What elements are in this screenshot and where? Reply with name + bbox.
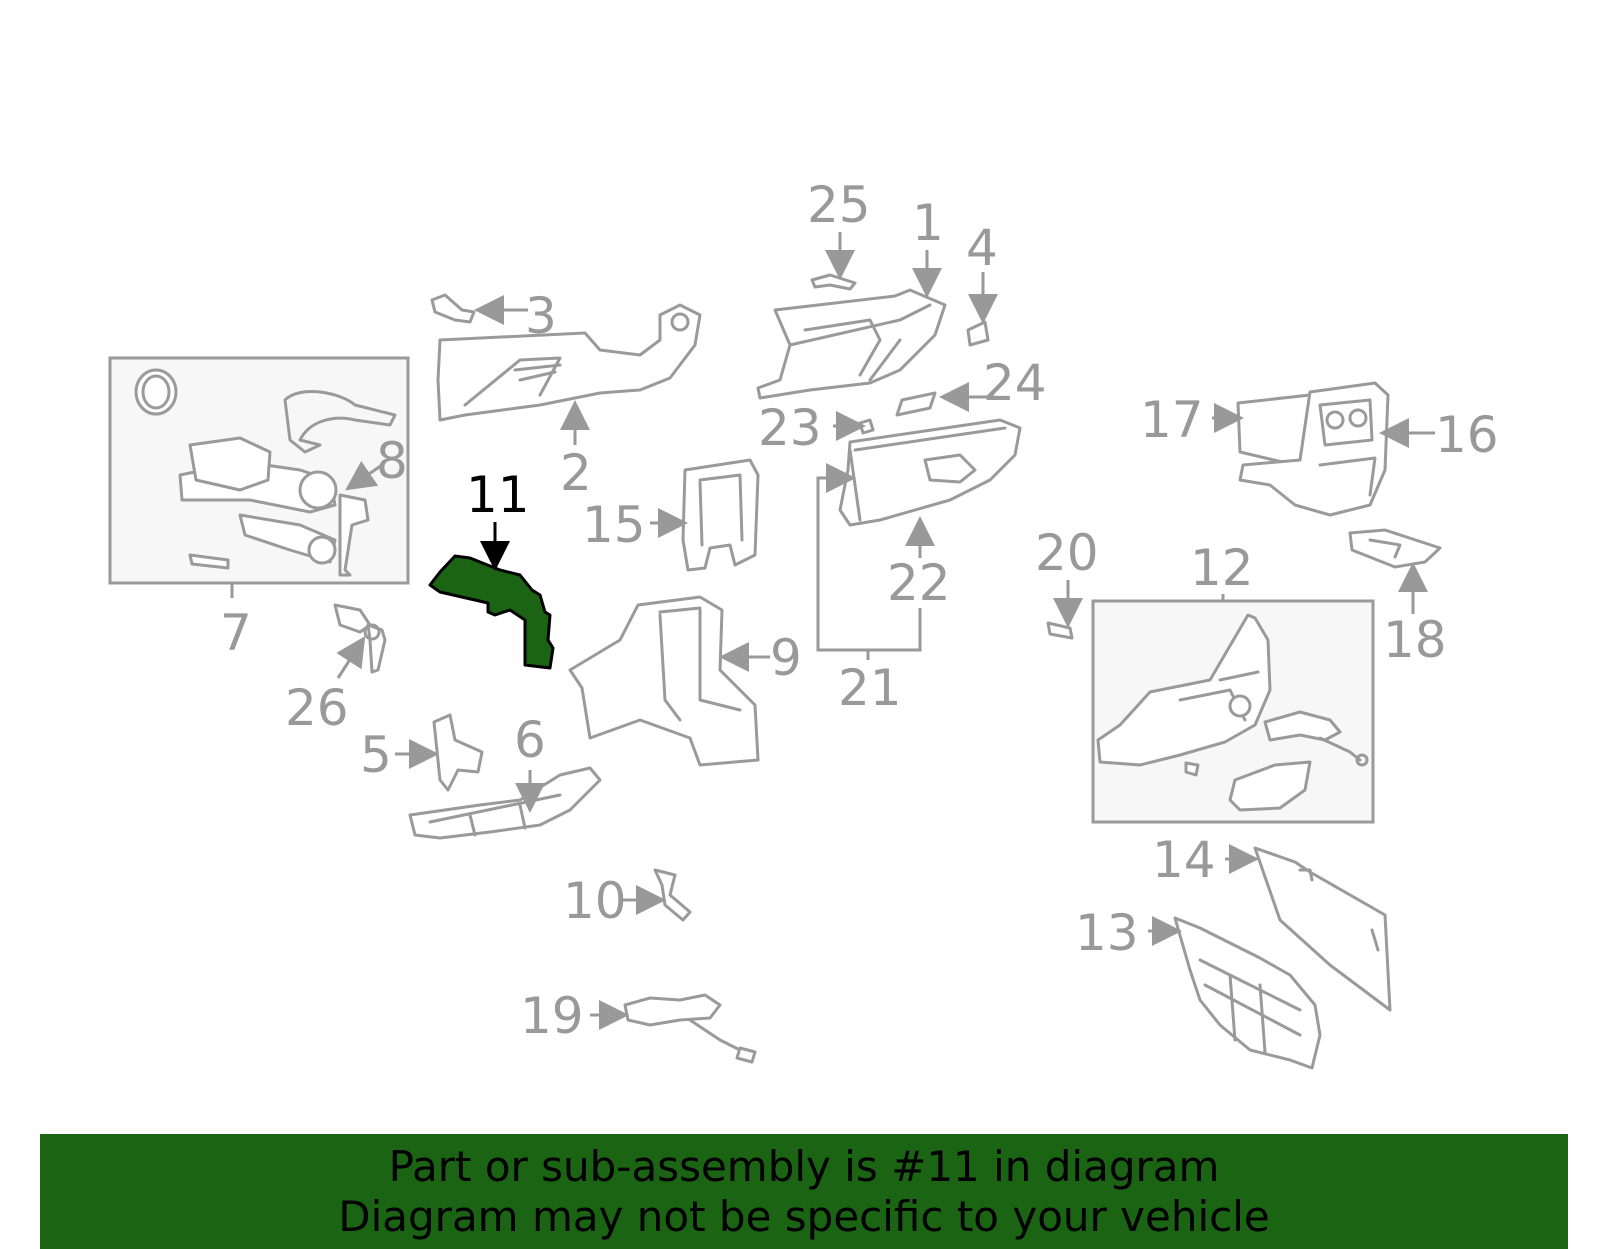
callout-25: 25 bbox=[807, 176, 871, 234]
callout-22: 22 bbox=[887, 554, 951, 612]
callout-17: 17 bbox=[1140, 391, 1204, 449]
part-13-lower-cover bbox=[1173, 916, 1322, 1070]
callout-16: 16 bbox=[1435, 406, 1499, 464]
callout-23: 23 bbox=[758, 399, 822, 457]
callout-15: 15 bbox=[582, 496, 646, 554]
part-10-small-bracket bbox=[653, 868, 692, 922]
callout-4: 4 bbox=[966, 219, 998, 277]
part-12-assembly-box bbox=[1091, 599, 1375, 824]
info-banner: Part or sub-assembly is #11 in diagram D… bbox=[40, 1134, 1568, 1249]
callout-1: 1 bbox=[912, 194, 944, 252]
part-15-bracket bbox=[681, 458, 760, 572]
callout-8: 8 bbox=[376, 432, 408, 490]
callout-10: 10 bbox=[563, 872, 627, 930]
callout-20: 20 bbox=[1035, 524, 1099, 582]
part-3-clip bbox=[430, 293, 476, 324]
callout-18: 18 bbox=[1383, 611, 1447, 669]
callout-2: 2 bbox=[560, 444, 592, 502]
part-16-bezel bbox=[1238, 381, 1390, 517]
callout-5: 5 bbox=[360, 726, 392, 784]
part-5-bracket bbox=[432, 713, 484, 792]
part-20-clip bbox=[1046, 621, 1074, 640]
leader-arrows bbox=[336, 232, 1435, 1030]
part-19-wire-harness bbox=[623, 993, 757, 1064]
callout-12: 12 bbox=[1190, 539, 1254, 597]
part-23-screw bbox=[858, 418, 875, 435]
part-24-label bbox=[895, 391, 937, 417]
callout-3: 3 bbox=[525, 287, 557, 345]
callout-9: 9 bbox=[770, 629, 802, 687]
part-11-highlighted-bracket bbox=[428, 554, 555, 670]
part-18-switch bbox=[1348, 528, 1442, 569]
part-1-glove-box-housing bbox=[756, 288, 947, 400]
callout-26: 26 bbox=[285, 679, 349, 737]
callout-7: 7 bbox=[220, 604, 252, 662]
callout-6: 6 bbox=[514, 711, 546, 769]
callout-11: 11 bbox=[466, 466, 530, 524]
part-2-dash-panel bbox=[436, 303, 702, 422]
part-26-key-set bbox=[333, 603, 387, 674]
part-9-lower-panel bbox=[568, 595, 760, 767]
part-4-clip bbox=[966, 320, 990, 347]
part-6-brace bbox=[408, 766, 602, 840]
callout-24: 24 bbox=[983, 354, 1047, 412]
part-14-side-panel bbox=[1253, 846, 1392, 1012]
callout-labels: 1 2 3 4 5 6 7 8 9 10 11 12 13 14 15 16 1… bbox=[220, 176, 1499, 1045]
part-21-group-lines bbox=[816, 463, 935, 660]
banner-line-disclaimer: Diagram may not be specific to your vehi… bbox=[338, 1191, 1270, 1241]
callout-14: 14 bbox=[1152, 831, 1216, 889]
callout-13: 13 bbox=[1075, 904, 1139, 962]
part-25-seal bbox=[810, 273, 857, 291]
callout-21: 21 bbox=[838, 659, 902, 717]
banner-line-part: Part or sub-assembly is #11 in diagram bbox=[388, 1141, 1220, 1191]
callout-19: 19 bbox=[520, 987, 584, 1045]
part-22-glove-box-door bbox=[838, 418, 1022, 527]
